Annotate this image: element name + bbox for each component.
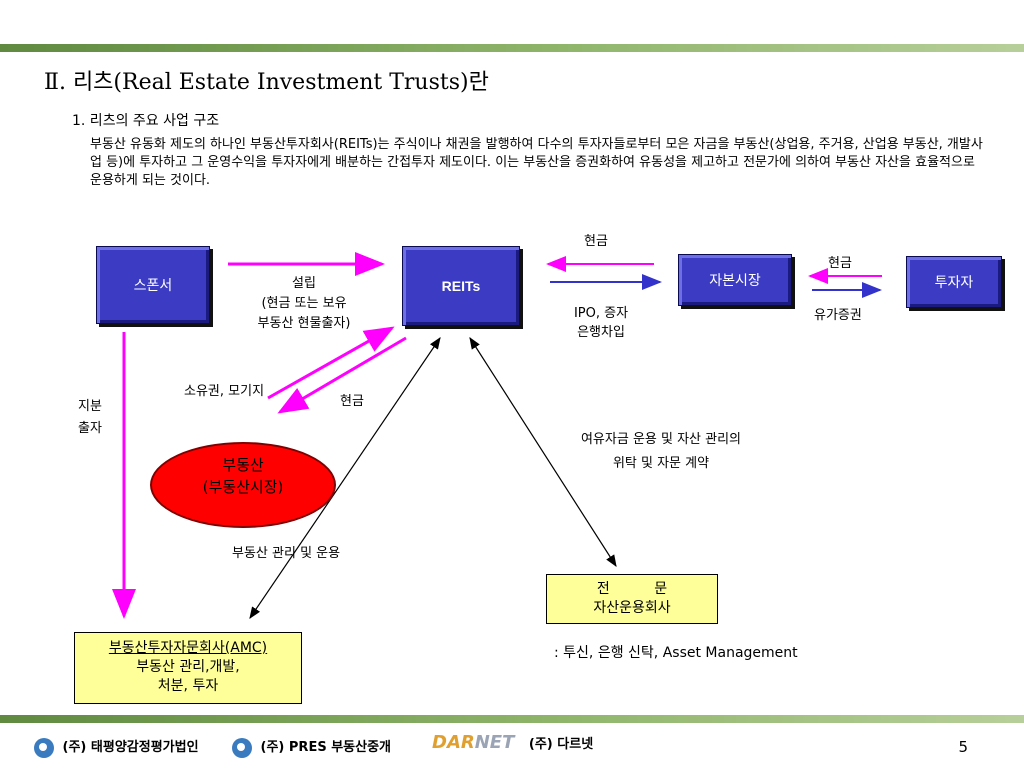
expert-subtitle: 자산운용회사	[593, 600, 671, 616]
label-equity-1: 지분	[78, 399, 102, 414]
footer-company3: DARNET (주) 다르넷	[432, 732, 593, 753]
section-subtitle: 1. 리츠의 주요 사업 구조	[72, 113, 220, 129]
label-equity-2: 출자	[78, 421, 102, 436]
label-ipo-2: 은행차입	[577, 325, 625, 340]
label-trust: 여유자금 운용 및 자산 관리의 위탁 및 자문 계약	[548, 428, 774, 476]
page-title: Ⅱ. 리츠(Real Estate Investment Trusts)란	[44, 70, 489, 95]
footer-company2-text: (주) PRES 부동산중개	[260, 740, 392, 755]
bottom-band	[0, 715, 1024, 723]
description-paragraph: 부동산 유동화 제도의 하나인 부동산투자회사(REITs)는 주식이나 채권을…	[90, 137, 983, 188]
real-estate-title: 부동산	[222, 456, 264, 474]
top-band	[0, 44, 1024, 52]
label-expert-note: : 투신, 은행 신탁, Asset Management	[554, 645, 798, 661]
amc-box: 부동산투자자문회사(AMC) 부동산 관리,개발, 처분, 투자	[74, 632, 302, 704]
arrow-amc-reits	[249, 337, 441, 619]
label-trust-2: 위탁 및 자문 계약	[612, 456, 710, 471]
label-ipo-1: IPO, 증자	[573, 306, 629, 321]
expert-title: 전 문	[596, 581, 668, 597]
amc-line3: 처분, 투자	[157, 678, 219, 694]
arrow-ownership	[267, 326, 395, 400]
company-logo-icon	[34, 737, 54, 758]
label-management: 부동산 관리 및 운용	[232, 546, 341, 561]
amc-line2: 부동산 관리,개발,	[136, 659, 240, 675]
label-cash-mid: 현금	[340, 394, 364, 409]
investor-box: 투자자	[906, 256, 1002, 308]
company-logo-icon	[232, 737, 252, 758]
label-establish-3: 부동산 현물출자)	[257, 316, 351, 331]
real-estate-ellipse: 부동산 (부동산시장)	[150, 442, 336, 528]
footer-company1: (주) 태평양감정평가법인	[34, 736, 199, 758]
footer-company1-text: (주) 태평양감정평가법인	[62, 740, 199, 755]
label-ownership: 소유권, 모기지	[184, 384, 265, 399]
sponsor-box: 스폰서	[96, 246, 210, 324]
capital-market-box: 자본시장	[678, 254, 792, 306]
page-number: 5	[958, 738, 968, 756]
label-trust-1: 여유자금 운용 및 자산 관리의	[580, 432, 742, 447]
reits-box: REITs	[402, 246, 520, 326]
expert-asset-manager-box: 전 문 자산운용회사	[546, 574, 718, 624]
footer-company3-text: (주) 다르넷	[528, 737, 594, 752]
real-estate-subtitle: (부동산시장)	[202, 478, 284, 496]
label-equity: 지분 출자	[78, 396, 102, 440]
arrow-reits-expert	[469, 336, 617, 568]
label-establish-1: 설립	[292, 276, 316, 291]
amc-title: 부동산투자자문회사(AMC)	[108, 640, 268, 656]
label-establish-2: (현금 또는 보유	[261, 296, 347, 311]
label-ipo: IPO, 증자 은행차입	[556, 304, 646, 342]
label-cash-top: 현금	[584, 234, 608, 249]
label-cash-right: 현금	[828, 256, 852, 271]
label-securities: 유가증권	[814, 308, 862, 323]
footer-company2: (주) PRES 부동산중개	[232, 736, 391, 758]
label-establish: 설립 (현금 또는 보유 부동산 현물출자)	[224, 274, 384, 334]
darnet-logo: DARNET	[432, 732, 515, 753]
